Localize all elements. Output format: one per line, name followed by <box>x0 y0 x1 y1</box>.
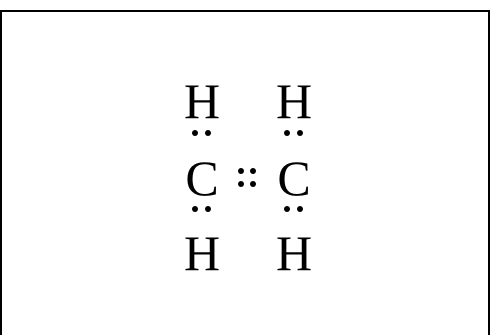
electron-dot <box>297 130 303 136</box>
atom-h-top-left: H <box>183 73 221 129</box>
electron-dot <box>205 206 211 212</box>
electron-pair-top-right <box>284 130 304 138</box>
electron-pair-bottom-right <box>284 206 304 214</box>
electron-dot <box>250 181 256 187</box>
atom-h-bottom-right: H <box>275 225 313 281</box>
atom-c-right: C <box>277 150 311 206</box>
electron-pair-bottom-left <box>192 206 212 214</box>
atom-c-left: C <box>185 150 219 206</box>
electron-pair-double-bond-right <box>250 168 258 188</box>
electron-dot <box>205 130 211 136</box>
electron-dot <box>192 130 198 136</box>
electron-pair-top-left <box>192 130 212 138</box>
electron-dot <box>238 168 244 174</box>
electron-dot <box>238 181 244 187</box>
electron-dot <box>250 168 256 174</box>
electron-dot <box>192 206 198 212</box>
electron-dot <box>297 206 303 212</box>
electron-pair-double-bond-left <box>238 168 246 188</box>
atom-h-top-right: H <box>275 73 313 129</box>
atom-h-bottom-left: H <box>183 225 221 281</box>
electron-dot <box>284 130 290 136</box>
diagram-frame <box>0 10 490 335</box>
electron-dot <box>284 206 290 212</box>
